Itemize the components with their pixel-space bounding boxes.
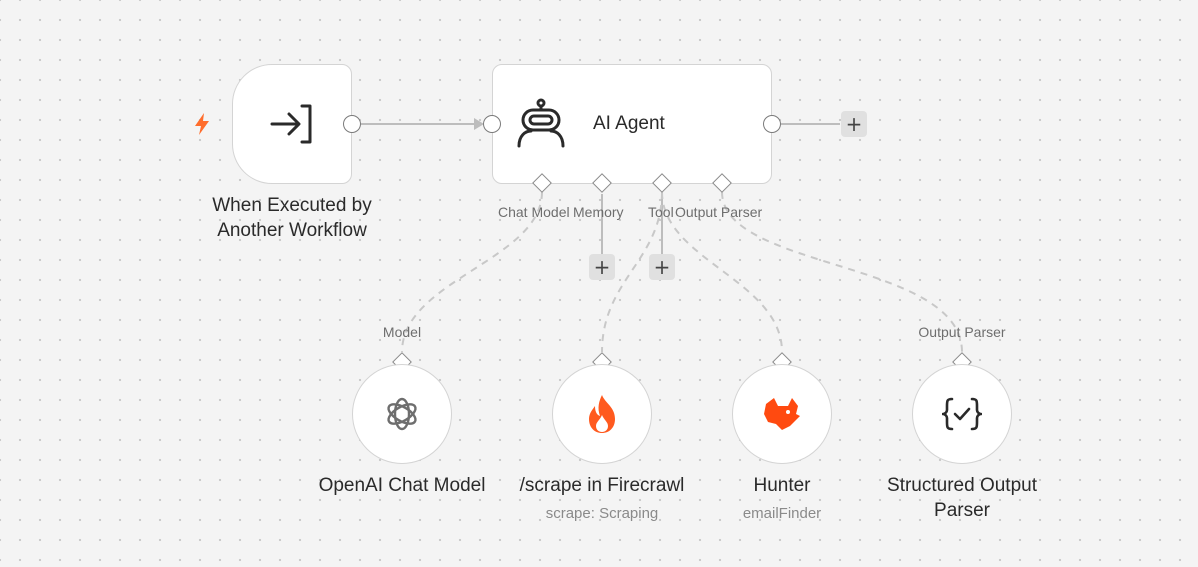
openai-chat-model-label: OpenAI Chat Model [318, 475, 486, 496]
ai-agent-node[interactable]: AI Agent [492, 64, 772, 184]
hunter-label: Hunter [753, 475, 811, 496]
hunter-fox-icon [764, 398, 800, 430]
firecrawl-scrape-sublabel: scrape: Scraping [545, 505, 659, 522]
execute-workflow-trigger-node[interactable] [232, 64, 352, 184]
structured-output-parser-node[interactable] [912, 364, 1012, 464]
tool-port-label: Tool [648, 204, 674, 220]
hunter-sublabel: emailFinder [742, 505, 822, 522]
chat-model-wire[interactable] [401, 191, 543, 353]
ai-agent-title: AI Agent [593, 113, 665, 134]
output-parser-port-label: Output Parser [675, 204, 763, 220]
output-parser-input-label: Output Parser [918, 324, 1006, 340]
firecrawl-scrape-node[interactable] [552, 364, 652, 464]
add-next-node-button[interactable]: + [841, 111, 867, 137]
output-parser-wire[interactable] [721, 191, 963, 353]
hunter-node[interactable] [732, 364, 832, 464]
model-input-label: Model [382, 324, 422, 340]
agent-input-port[interactable] [483, 115, 501, 133]
add-tool-button[interactable]: + [649, 254, 675, 280]
openai-icon [387, 397, 417, 431]
firecrawl-flame-icon [589, 395, 615, 433]
memory-port-label: Memory [573, 204, 624, 220]
openai-chat-model-node[interactable] [352, 364, 452, 464]
execute-workflow-trigger-icon [270, 104, 312, 144]
trigger-output-port[interactable] [343, 115, 361, 133]
add-memory-button[interactable]: + [589, 254, 615, 280]
robot-icon [517, 98, 565, 148]
tool-firecrawl-wire[interactable] [601, 191, 663, 353]
structured-output-parser-label: Structured Output Parser [887, 475, 1037, 521]
wire-arrowhead [474, 118, 484, 130]
firecrawl-scrape-label: /scrape in Firecrawl [519, 475, 685, 496]
structured-output-braces-icon [942, 397, 982, 431]
agent-output-port[interactable] [763, 115, 781, 133]
chat-model-port-label: Chat Model [498, 204, 570, 220]
lightning-bolt-icon [195, 113, 209, 135]
trigger-node-label: When Executed by Another Workflow [212, 195, 372, 241]
